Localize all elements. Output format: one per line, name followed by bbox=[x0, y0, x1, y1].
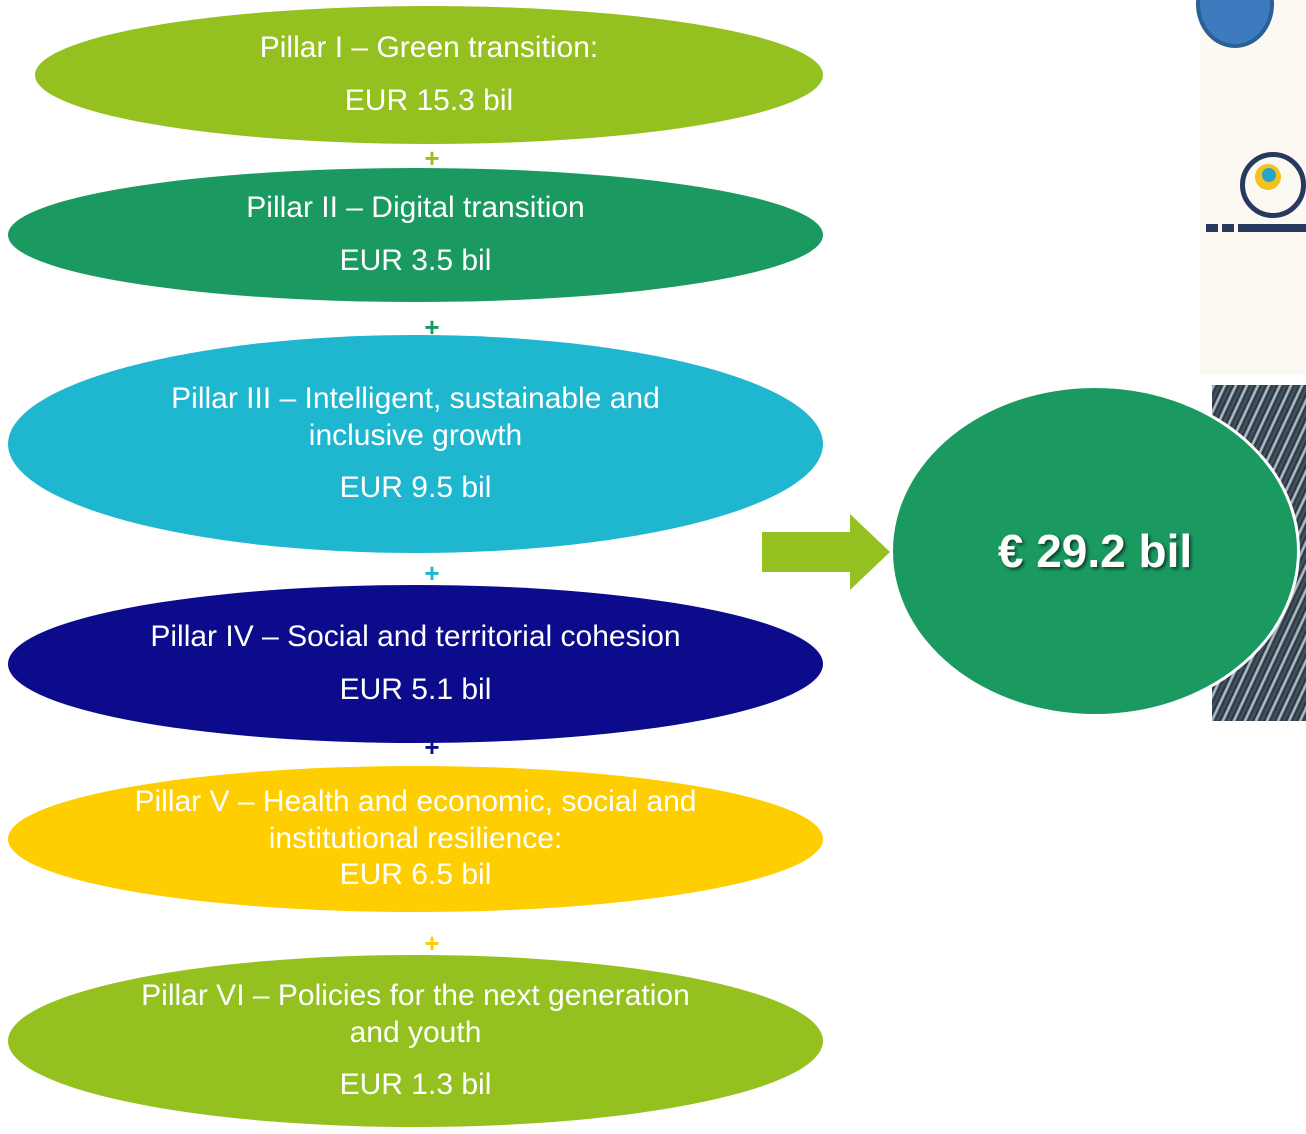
pillar-6-title: Pillar VI – Policies for the next genera… bbox=[141, 979, 690, 1049]
plus-sign-4: + bbox=[424, 732, 440, 762]
dash-line bbox=[1222, 224, 1234, 232]
pillar-3-amount: EUR 9.5 bil bbox=[339, 471, 492, 505]
pillar-5: Pillar V – Health and economic, social a… bbox=[8, 766, 823, 912]
pillar-5-title: Pillar V – Health and economic, social a… bbox=[134, 785, 697, 855]
pillar-6-amount: EUR 1.3 bil bbox=[339, 1068, 492, 1102]
plus-sign-2: + bbox=[424, 312, 440, 342]
plus-sign-1: + bbox=[424, 143, 440, 173]
arrow-shape bbox=[762, 514, 890, 590]
pillar-6: Pillar VI – Policies for the next genera… bbox=[8, 955, 823, 1127]
touch-dot-icon bbox=[1262, 168, 1276, 182]
total-circle: € 29.2 bil bbox=[890, 385, 1300, 717]
pillar-3-title: Pillar III – Intelligent, sustainable an… bbox=[171, 382, 660, 452]
pillar-4-amount: EUR 5.1 bil bbox=[339, 673, 492, 706]
dash-line bbox=[1206, 224, 1218, 232]
plus-sign-3: + bbox=[424, 558, 440, 588]
pillar-2-amount: EUR 3.5 bil bbox=[339, 244, 492, 277]
pillar-5-amount: EUR 6.5 bil bbox=[339, 858, 492, 892]
pillar-1-amount: EUR 15.3 bil bbox=[344, 84, 514, 117]
plus-sign-5: + bbox=[424, 928, 440, 958]
pillar-1: Pillar I – Green transition: EUR 15.3 bi… bbox=[35, 6, 823, 144]
pillar-3: Pillar III – Intelligent, sustainable an… bbox=[8, 335, 823, 553]
total-amount: € 29.2 bil bbox=[997, 525, 1193, 577]
pillar-2: Pillar II – Digital transition EUR 3.5 b… bbox=[8, 168, 823, 302]
pillar-4-title: Pillar IV – Social and territorial cohes… bbox=[150, 620, 681, 654]
right-arrow-icon bbox=[762, 514, 890, 590]
pillar-2-title: Pillar II – Digital transition bbox=[246, 191, 585, 225]
base-line bbox=[1238, 224, 1306, 232]
pillar-1-title: Pillar I – Green transition: bbox=[259, 31, 599, 65]
pillar-4: Pillar IV – Social and territorial cohes… bbox=[8, 585, 823, 743]
